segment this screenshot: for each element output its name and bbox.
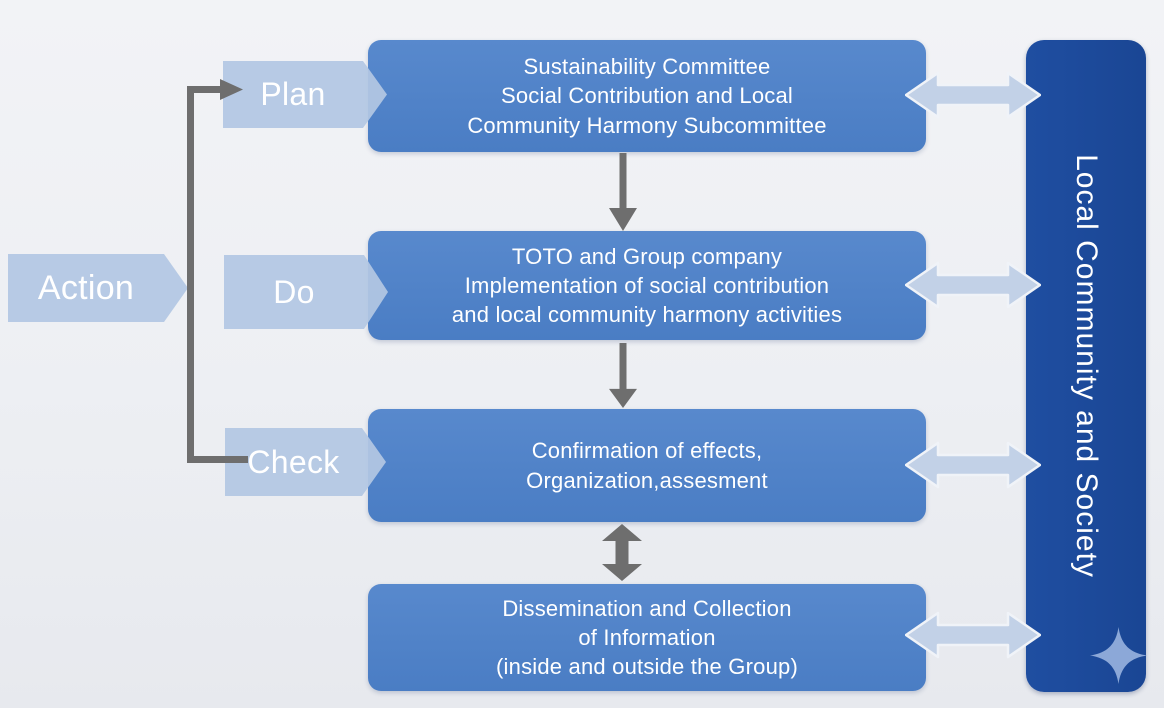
box-text-line: Dissemination and Collection [502,595,792,621]
feedback-loop-arrow-icon [187,79,248,463]
do-label: Do [224,255,388,329]
sparkle-icon [1090,627,1147,684]
box-text-line: and local community harmony activities [451,302,843,328]
box-text-line: Confirmation of effects, [531,438,763,464]
down-arrow-icon [609,343,637,408]
check-process-box: Confirmation of effects, Organization,as… [368,409,926,522]
action-label-text: Action [37,268,135,307]
local-community-society-label: Local Community and Society [1070,154,1103,578]
do-label-text: Do [273,273,315,310]
box-text-line: of Information [578,624,716,650]
box-text-line: TOTO and Group company [511,243,783,269]
box-text-line: Sustainability Committee [523,54,771,80]
plan-label: Plan [223,61,387,128]
do-process-box: TOTO and Group company Implementation of… [368,231,926,340]
left-right-arrow-icon [905,71,1041,119]
check-label: Check [225,428,386,496]
up-down-arrow-icon [602,524,642,581]
left-right-arrow-icon [905,611,1041,659]
check-label-text: Check [247,443,340,480]
action-label: Action [8,254,188,322]
left-right-arrow-icon [905,261,1041,309]
local-community-society-bar: Local Community and Society [1026,40,1147,692]
left-right-arrow-icon [905,441,1041,489]
down-arrow-icon [609,153,637,231]
box-text-line: Social Contribution and Local [501,83,793,109]
box-text-line: Community Harmony Subcommittee [467,112,827,138]
information-process-box: Dissemination and Collection of Informat… [368,584,926,691]
box-text-line: Implementation of social contribution [464,272,830,298]
box-text-line: (inside and outside the Group) [496,654,798,680]
plan-process-box: Sustainability Committee Social Contribu… [368,40,926,152]
plan-label-text: Plan [260,76,326,112]
box-text-line: Organization,assesment [526,467,768,493]
